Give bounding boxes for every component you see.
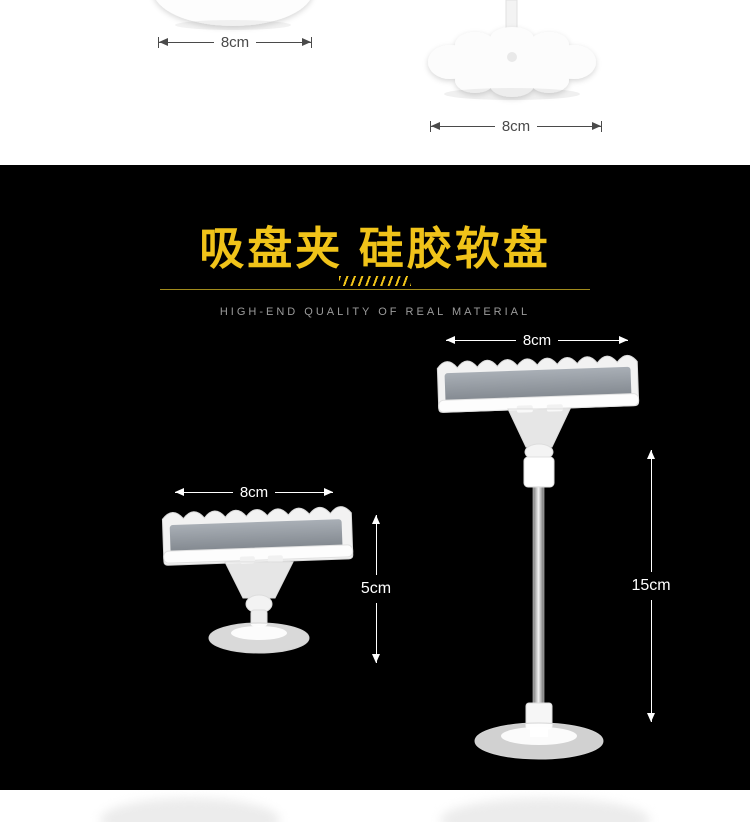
dimension-tall-height: 15cm (629, 450, 673, 722)
dimension-line (646, 600, 655, 722)
dimension-label: 8cm (501, 118, 531, 135)
dimension-label: 8cm (220, 34, 250, 51)
dimension-line (256, 38, 311, 46)
dimension-line (537, 122, 601, 130)
tall-sign-clip-photo (436, 354, 640, 760)
dimension-line (646, 450, 655, 572)
dimension-tick (158, 37, 159, 48)
dimension-line (159, 38, 214, 46)
dimension-tick (311, 37, 312, 48)
dimension-label: 5cm (360, 580, 392, 597)
sign-clip-head (161, 506, 354, 566)
right-partial-flower-base (428, 0, 596, 100)
dimension-line (371, 515, 380, 575)
clip-mechanism (224, 561, 294, 599)
dimension-tick (430, 121, 431, 132)
dimension-label: 15cm (631, 577, 671, 594)
dimension-top-left: 8cm (158, 35, 312, 50)
dimension-top-right: 8cm (430, 119, 602, 134)
pole (532, 486, 545, 704)
page-subtitle: HIGH-END QUALITY OF REAL MATERIAL (219, 306, 531, 318)
next-section-photo-edge (100, 798, 280, 822)
next-section-photo-edge (440, 798, 650, 822)
bottom-photo-strip (0, 790, 750, 822)
dimension-label: 8cm (239, 484, 269, 501)
sign-clip-head (436, 354, 640, 413)
dimension-short-height: 5cm (356, 515, 396, 663)
top-photo-strip: 8cm 8cm (0, 0, 750, 165)
dimension-line (275, 488, 333, 496)
dimension-line (431, 122, 495, 130)
dimension-label: 8cm (522, 332, 552, 349)
divider-line (160, 289, 590, 290)
short-sign-clip-photo (161, 506, 354, 654)
clip-mechanism (507, 408, 571, 448)
partial-product-photos (156, 0, 596, 100)
left-partial-base (156, 0, 310, 26)
page-title: 吸盘夹 硅胶软盘 (199, 223, 551, 274)
dimension-line (558, 336, 628, 344)
dimension-tick (601, 121, 602, 132)
dimension-line (371, 603, 380, 663)
decorative-hatch (339, 276, 411, 286)
dimension-tall-width: 8cm (446, 333, 628, 348)
dimension-line (175, 488, 233, 496)
dimension-short-width: 8cm (175, 485, 333, 500)
pole-connector (523, 456, 555, 488)
dimension-line (446, 336, 516, 344)
